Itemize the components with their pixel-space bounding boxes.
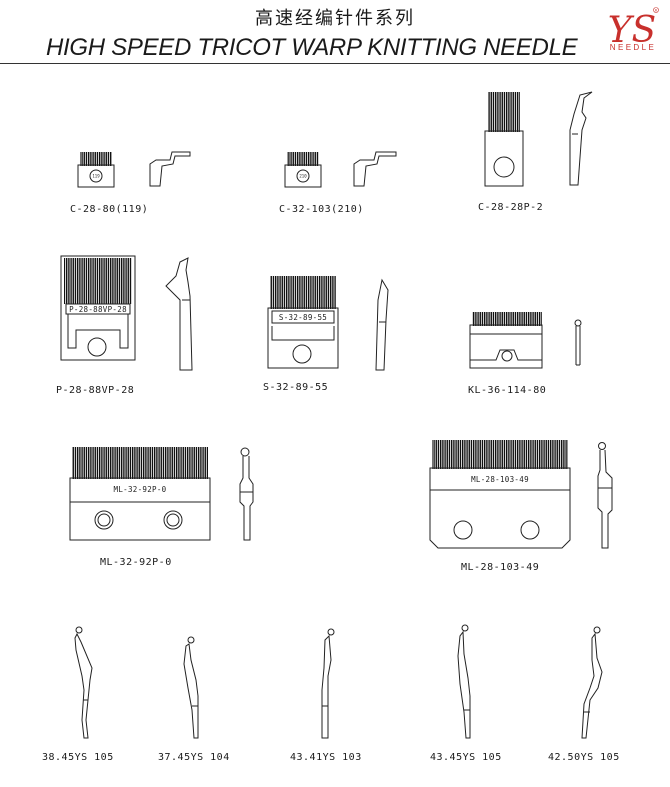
- stamp-119: 119: [92, 174, 100, 179]
- plate-label-ml-28: ML-28-103-49: [471, 475, 529, 484]
- plate-label-ml-32: ML-32-92P-0: [114, 485, 167, 494]
- caption-kl-36-114-80: KL-36-114-80: [468, 385, 547, 396]
- caption-c-32-103: C-32-103(210): [279, 204, 364, 215]
- caption-p-28-88vp-28: P-28-88VP-28: [56, 385, 135, 396]
- needle-ml-28-103-49: ML-28-103-49: [429, 440, 613, 549]
- caption-c-28-80: C-28-80(119): [70, 204, 149, 215]
- header-rule: [0, 63, 670, 64]
- needle-43-41ys-103: [321, 628, 335, 739]
- english-title: HIGH SPEED TRICOT WARP KNITTING NEEDLE: [46, 34, 578, 61]
- caption-ml-28-103-49: ML-28-103-49: [461, 562, 540, 573]
- caption-43-45ys-105: 43.45YS 105: [430, 752, 502, 763]
- caption-43-41ys-103: 43.41YS 103: [290, 752, 362, 763]
- chinese-title: 高速经编针件系列: [255, 8, 415, 29]
- logo-letters: YS: [608, 10, 656, 51]
- stamp-210: 210: [299, 174, 307, 179]
- needle-c-28-28p-2: [484, 91, 593, 187]
- needle-c-28-80: 119: [77, 151, 191, 188]
- logo-subtitle: NEEDLE: [609, 43, 657, 52]
- plate-label-p-28: P-28-88VP-28: [69, 305, 127, 314]
- needle-ml-32-92p-0: ML-32-92P-0: [69, 447, 254, 541]
- caption-38-45ys-105: 38.45YS 105: [42, 752, 114, 763]
- caption-42-50ys-105: 42.50YS 105: [548, 752, 620, 763]
- caption-s-32-89-55: S-32-89-55: [263, 382, 329, 393]
- needle-p-28-88vp-28: P-28-88VP-28: [60, 255, 193, 371]
- caption-37-45ys-104: 37.45YS 104: [158, 752, 230, 763]
- needle-37-45ys-104: [183, 636, 199, 739]
- ys-logo-icon: YS R: [608, 7, 659, 51]
- needle-42-50ys-105: [581, 626, 603, 739]
- needle-43-45ys-105: [457, 624, 471, 739]
- needle-kl-36-114-80: [469, 312, 582, 369]
- caption-c-28-28p-2: C-28-28P-2: [478, 202, 544, 213]
- caption-ml-32-92p-0: ML-32-92P-0: [100, 557, 172, 568]
- plate-label-s-32: S-32-89-55: [279, 313, 327, 322]
- needle-c-32-103: 210: [284, 151, 397, 188]
- needle-s-32-89-55: S-32-89-55: [267, 276, 389, 371]
- svg-text:R: R: [655, 9, 658, 13]
- needle-38-45ys-105: [74, 626, 93, 739]
